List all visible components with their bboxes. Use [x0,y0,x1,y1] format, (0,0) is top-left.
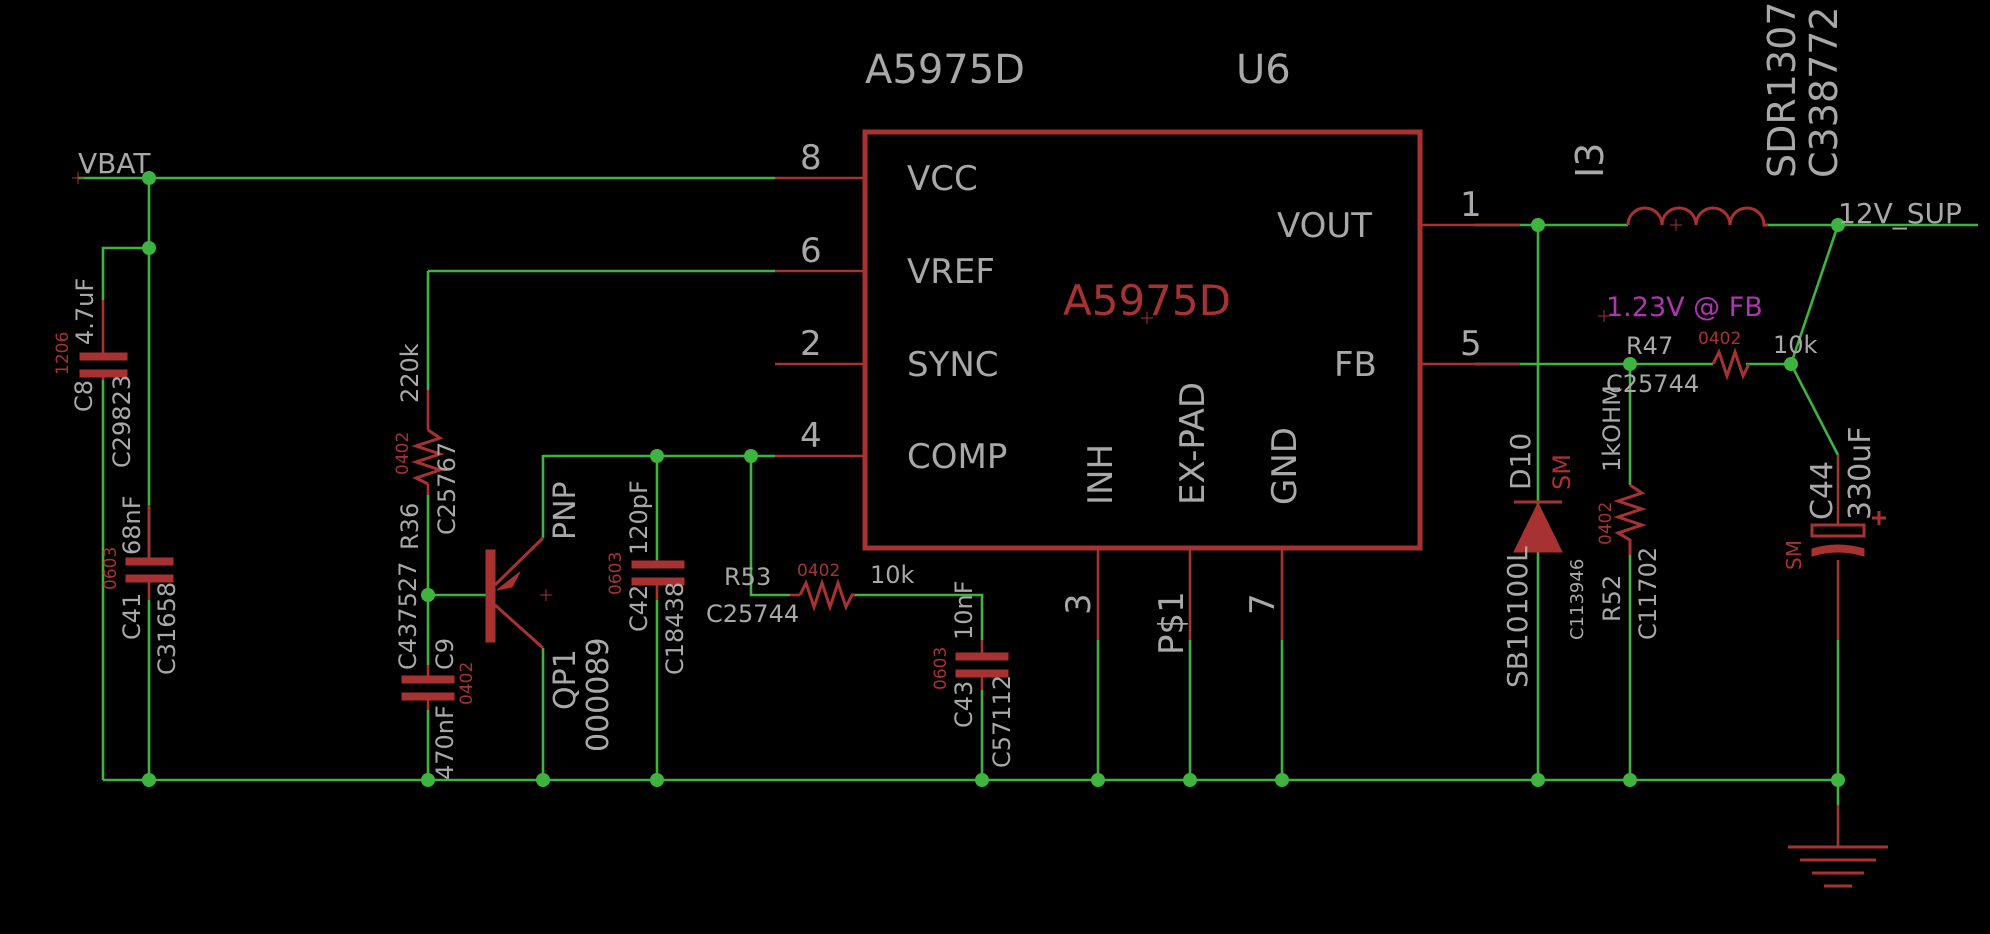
pin-label-sync: SYNC [907,345,999,385]
i3-value: SDR1307 [1760,2,1804,179]
c43-lcsc: C57112 [988,675,1016,768]
ic-value: A5975D [865,47,1025,93]
c41-package: 0603 [101,547,121,590]
resistor-r53[interactable]: R53 0402 10k C25744 [706,561,915,628]
r52-lcsc: C11702 [1634,547,1662,640]
c8-name: C8 [70,380,98,412]
d10-value: SB10100L [1501,546,1534,688]
c9-value: 470nF [431,705,459,780]
pin-label-comp: COMP [907,437,1007,477]
r52-name: R52 [1598,575,1626,622]
pin-num-5: 5 [1460,324,1482,364]
transistor-qp1[interactable]: PNP QP1 000089 [485,481,616,752]
c9-lcsc: C437527 [394,562,422,670]
inductor-i3[interactable]: I3 SDR1307 C338772 [1568,2,1846,232]
d10-package: SM [1548,454,1576,490]
r53-name: R53 [724,563,771,591]
qp1-name: QP1 [548,649,583,710]
pin-num-4: 4 [800,416,822,456]
r36-name: R36 [396,503,424,550]
pin-label-ex-pad: EX-PAD [1173,382,1213,505]
ground-symbol [1788,805,1888,888]
pin-label-gnd: GND [1265,427,1305,505]
r47-package: 0402 [1698,329,1741,349]
ic-u6[interactable]: A5975D U6 A5975D 8 VCC 6 VREF 2 SYNC 4 C… [775,47,1520,655]
r36-lcsc: C25767 [433,442,461,535]
c42-lcsc: C18438 [661,582,689,675]
capacitor-c41[interactable]: 0603 68nF C41 C31658 [101,495,181,675]
fb-voltage-note: 1.23V @ FB [1606,292,1763,323]
pin-num-1: 1 [1460,185,1482,225]
r52-value: 1kOHM [1598,385,1626,472]
capacitor-c8[interactable]: 1206 4.7uF C8 C29823 [53,278,136,468]
r47-value: 10k [1773,331,1818,359]
c41-lcsc: C31658 [153,582,181,675]
d10-name: D10 [1504,433,1537,490]
c42-value: 120pF [625,480,653,555]
wires [78,176,1978,805]
pin-num-8: 8 [800,138,822,178]
c42-package: 0603 [606,552,626,595]
c41-value: 68nF [118,495,146,555]
r53-value: 10k [870,561,915,589]
c44-package: SM [1782,540,1806,570]
c44-name: C44 [1805,461,1840,520]
net-label-12v-sup[interactable]: 12V_SUP [1838,197,1962,230]
c8-package: 1206 [53,332,73,375]
pin-label-vcc: VCC [907,159,978,199]
c9-name: C9 [431,638,459,670]
ic-body [862,129,1423,551]
ic-name: U6 [1236,47,1291,93]
c8-lcsc: C29823 [108,375,136,468]
capacitor-c44[interactable]: C44 330uF SM [1782,426,1886,640]
r53-package: 0402 [797,561,840,581]
c43-package: 0603 [931,647,951,690]
capacitor-c43[interactable]: 10nF 0603 C43 C57112 [931,580,1016,768]
r53-lcsc: C25744 [706,600,799,628]
c43-name: C43 [950,681,978,728]
capacitor-c9[interactable]: C437527 C9 0402 470nF [394,562,477,780]
r36-value: 220k [396,343,424,403]
r47-lcsc: C25744 [1606,370,1699,398]
d10-lcsc: C113946 [1567,559,1588,640]
resistor-r52[interactable]: 1kOHM 0402 R52 C11702 [1596,385,1662,640]
pin-label-vout: VOUT [1277,206,1372,246]
i3-lcsc: C338772 [1802,6,1846,178]
qp1-type: PNP [548,481,583,540]
r36-package: 0402 [393,432,413,475]
c43-value: 10nF [950,580,978,640]
c8-value: 4.7uF [71,278,99,345]
c41-name: C41 [118,593,146,640]
pin-num-pad: P$1 [1152,591,1192,655]
qp1-value: 000089 [581,637,616,752]
origin-marks [72,172,1610,324]
pin-num-3: 3 [1059,593,1099,615]
pin-num-2: 2 [800,324,822,364]
net-label-vbat[interactable]: VBAT [78,147,151,180]
pin-num-7: 7 [1243,593,1283,615]
pin-num-6: 6 [800,231,822,271]
resistor-r36[interactable]: 0402 220k R36 C25767 [393,343,461,550]
pin-label-inh: INH [1081,444,1121,505]
junctions [142,171,1845,787]
pin-label-fb: FB [1334,345,1377,385]
c44-value: 330uF [1843,426,1878,520]
diode-d10[interactable]: D10 SM SB10100L C113946 [1501,433,1588,688]
i3-name: I3 [1568,143,1612,178]
capacitor-c42[interactable]: 0603 120pF C42 C18438 [606,480,689,675]
pin-label-vref: VREF [907,252,995,292]
c42-name: C42 [625,585,653,632]
r47-name: R47 [1626,332,1673,360]
c9-package: 0402 [457,662,477,705]
resistor-r47[interactable]: R47 0402 10k C25744 [1606,329,1818,398]
r52-package: 0402 [1596,502,1616,545]
